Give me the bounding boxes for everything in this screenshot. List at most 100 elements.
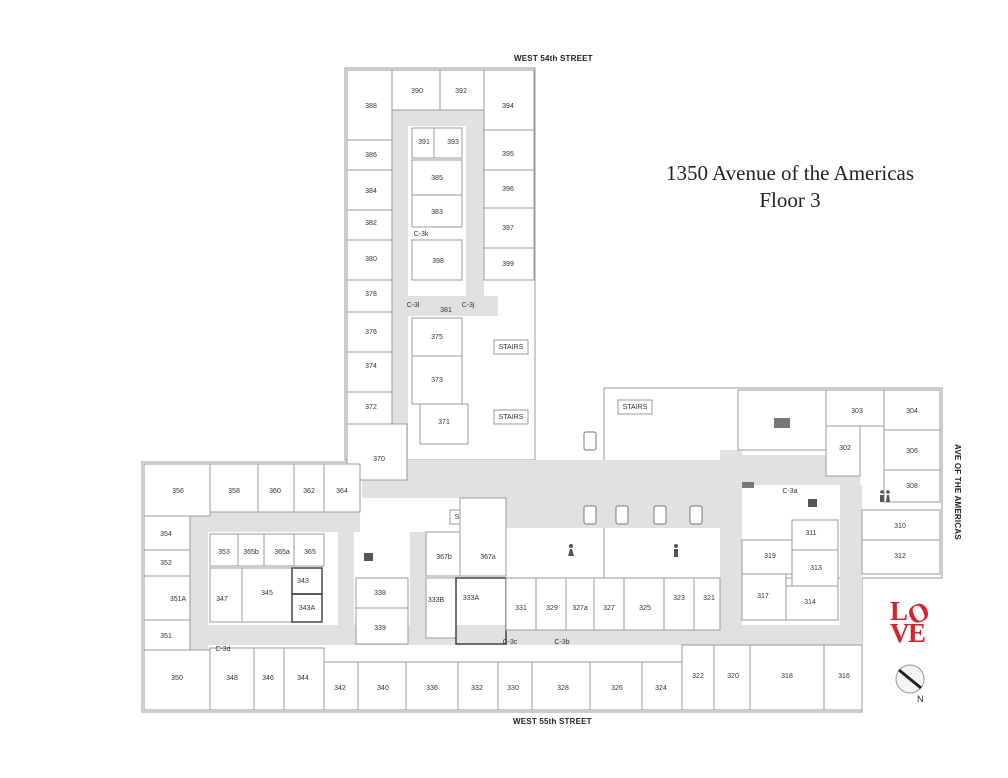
room-label: 367a <box>480 554 496 561</box>
room-label: 342 <box>334 685 346 692</box>
room-label: 351A <box>170 596 187 603</box>
east-street-label: AVE OF THE AMERICAS <box>953 444 962 540</box>
room-label: 328 <box>557 685 569 692</box>
room-label: 365 <box>304 549 316 556</box>
room-label: 336 <box>426 685 438 692</box>
room-label: 360 <box>269 488 281 495</box>
room-label: 312 <box>894 553 906 560</box>
room-label: 310 <box>894 523 906 530</box>
room-label: 345 <box>261 590 273 597</box>
room-label: 313 <box>810 565 822 572</box>
room-label: 375 <box>431 334 443 341</box>
room-label: 333B <box>428 597 445 604</box>
room-label: 390 <box>411 88 423 95</box>
compass-icon: N <box>893 662 931 704</box>
room-label: 384 <box>365 188 377 195</box>
room-label: C-3c <box>503 639 518 646</box>
elevator-icon <box>583 431 703 525</box>
room-label: 386 <box>365 152 377 159</box>
room-label: 378 <box>365 291 377 298</box>
room-label: 319 <box>764 553 776 560</box>
room-label: 385 <box>431 175 443 182</box>
room-label: 358 <box>228 488 240 495</box>
room-label: 327 <box>603 605 615 612</box>
room-label: 373 <box>431 377 443 384</box>
north-street-label: WEST 54th STREET <box>514 54 593 63</box>
room-label: C-3l <box>407 302 420 309</box>
room-label: 348 <box>226 675 238 682</box>
room-label: 388 <box>365 103 377 110</box>
room-label: C-3k <box>414 231 429 238</box>
room-label: 332 <box>471 685 483 692</box>
room-label: 308 <box>906 483 918 490</box>
stairs-label-2: STAIRS <box>499 414 524 421</box>
room-label: 343A <box>299 605 316 612</box>
room-label: 364 <box>336 488 348 495</box>
floor-number: Floor 3 <box>759 188 821 212</box>
stairs-label-4: STAIRS <box>623 404 648 411</box>
svg-text:N: N <box>917 694 924 704</box>
south-street-label: WEST 55th STREET <box>513 717 592 726</box>
room-label: 330 <box>507 685 519 692</box>
room-label: 338 <box>374 590 386 597</box>
room-label: 333A <box>463 595 480 602</box>
love-logo: L O V E <box>890 594 935 648</box>
room-label: 352 <box>160 560 172 567</box>
room-label: 376 <box>365 329 377 336</box>
room-label: 356 <box>172 488 184 495</box>
room-label: 372 <box>365 404 377 411</box>
room-label: 306 <box>906 448 918 455</box>
east-rooms: 303 304 302 306 308 C-3a 310 311 312 319… <box>737 389 941 621</box>
amenity-icons <box>364 418 890 561</box>
room-label: 340 <box>377 685 389 692</box>
room-label: 395 <box>502 151 514 158</box>
room-label: 365b <box>243 549 259 556</box>
room-label: 396 <box>502 186 514 193</box>
room-label: 391 <box>418 139 430 146</box>
room-label: 371 <box>438 419 450 426</box>
room-label: 339 <box>374 625 386 632</box>
room-label: 326 <box>611 685 623 692</box>
room-label: 322 <box>692 673 704 680</box>
room-label: 351 <box>160 633 172 640</box>
room-label: 304 <box>906 408 918 415</box>
room-label: 347 <box>216 596 228 603</box>
room-label: 394 <box>502 103 514 110</box>
womens-restroom-icon <box>568 544 574 556</box>
room-label: C-3j <box>462 302 475 309</box>
room-label: 320 <box>727 673 739 680</box>
mens-restroom-icon <box>674 544 678 557</box>
room-label: 324 <box>655 685 667 692</box>
room-label: 393 <box>447 139 459 146</box>
west-wing-rooms: 356 358 360 362 364 354 353 365b 365a 36… <box>143 463 361 711</box>
conference-room-icon <box>774 418 790 428</box>
room-label: 380 <box>365 256 377 263</box>
room-label: 398 <box>432 258 444 265</box>
corridors <box>190 110 862 662</box>
stairs-label-1: STAIRS <box>499 344 524 351</box>
room-label: 374 <box>365 363 377 370</box>
room-label: 321 <box>703 595 715 602</box>
room-label: 343 <box>297 578 309 585</box>
floor-title: 1350 Avenue of the Americas Floor 3 <box>630 160 950 214</box>
room-label: 392 <box>455 88 467 95</box>
room-label: 370 <box>373 456 385 463</box>
room-label: 382 <box>365 220 377 227</box>
room-label: 331 <box>515 605 527 612</box>
building-address: 1350 Avenue of the Americas <box>665 161 915 185</box>
coffee-cup-icon <box>364 499 817 561</box>
room-label: 397 <box>502 225 514 232</box>
room-label: 325 <box>639 605 651 612</box>
room-label: 381 <box>440 307 452 314</box>
room-label: 367b <box>436 554 452 561</box>
room-label: 323 <box>673 595 685 602</box>
room-label: C-3a <box>782 488 797 495</box>
room-label: 344 <box>297 675 309 682</box>
room-label: 303 <box>851 408 863 415</box>
room-label: 353 <box>218 549 230 556</box>
room-label: 316 <box>838 673 850 680</box>
room-label: 383 <box>431 209 443 216</box>
room-label: 314 <box>804 599 816 606</box>
room-label: 318 <box>781 673 793 680</box>
